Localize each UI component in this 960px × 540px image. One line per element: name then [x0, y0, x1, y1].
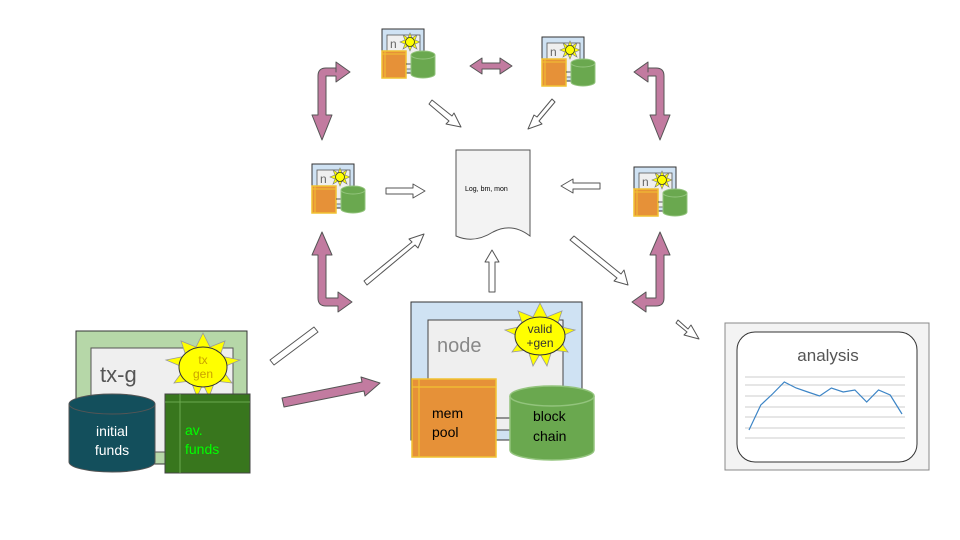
small-node-left: n [311, 163, 366, 214]
link-arrow-top [469, 57, 513, 75]
small-node-right: n [633, 166, 688, 217]
svg-text:funds: funds [95, 442, 129, 458]
svg-text:n: n [320, 172, 327, 186]
svg-text:funds: funds [185, 441, 219, 457]
svg-text:initial: initial [96, 423, 128, 439]
svg-text:n: n [390, 37, 397, 51]
svg-text:av.: av. [185, 422, 203, 438]
tx-gen-sun-icon: tx gen [164, 332, 242, 399]
blockchain-cylinder: block chain [509, 385, 595, 461]
link-arrow-bottom-left [311, 231, 353, 313]
svg-text:chain: chain [533, 428, 566, 444]
analysis-series-line [748, 381, 903, 431]
log-arrow-1 [428, 99, 462, 128]
tx-flow-arrow [281, 376, 381, 408]
link-arrow-bottom-right [631, 231, 671, 313]
validate-generate-sun-icon: valid +gen [503, 302, 577, 367]
svg-text:n: n [550, 45, 557, 59]
svg-text:tx: tx [198, 353, 207, 367]
link-arrow-top-left [311, 61, 351, 141]
log-label: Log, bm, mon [465, 186, 508, 193]
mempool: mem pool [411, 378, 497, 458]
svg-text:valid: valid [528, 322, 553, 336]
svg-text:block: block [533, 408, 567, 424]
analysis-arrow [569, 235, 629, 286]
main-node: node valid +gen mem pool block chain [410, 301, 595, 461]
svg-text:n: n [642, 175, 649, 189]
tx-generator: tx-g tx gen initial funds av. funds [68, 330, 251, 474]
log-arrow-2 [527, 98, 556, 130]
svg-text:gen: gen [193, 367, 213, 381]
main-node-label: node [437, 335, 482, 357]
log-arrow-5 [363, 233, 425, 286]
log-arrow-3 [385, 183, 426, 199]
tx-generator-label: tx-g [100, 362, 137, 387]
log-arrow-7 [269, 326, 319, 366]
small-node-top-right: n [541, 36, 596, 87]
log-arrow-4 [560, 178, 601, 194]
svg-text:mem: mem [432, 405, 463, 421]
analysis-arrow-2 [675, 319, 700, 340]
small-node-top-left: n [381, 28, 436, 79]
analysis-panel: analysis [724, 322, 930, 471]
available-funds: av. funds [164, 393, 251, 474]
analysis-title: analysis [797, 346, 858, 365]
svg-text:+gen: +gen [526, 336, 553, 350]
initial-funds-cylinder: initial funds [68, 393, 156, 473]
link-arrow-top-right [633, 61, 671, 141]
log-document: Log, bm, mon [455, 149, 531, 240]
log-arrow-6 [484, 249, 500, 293]
svg-text:pool: pool [432, 424, 458, 440]
